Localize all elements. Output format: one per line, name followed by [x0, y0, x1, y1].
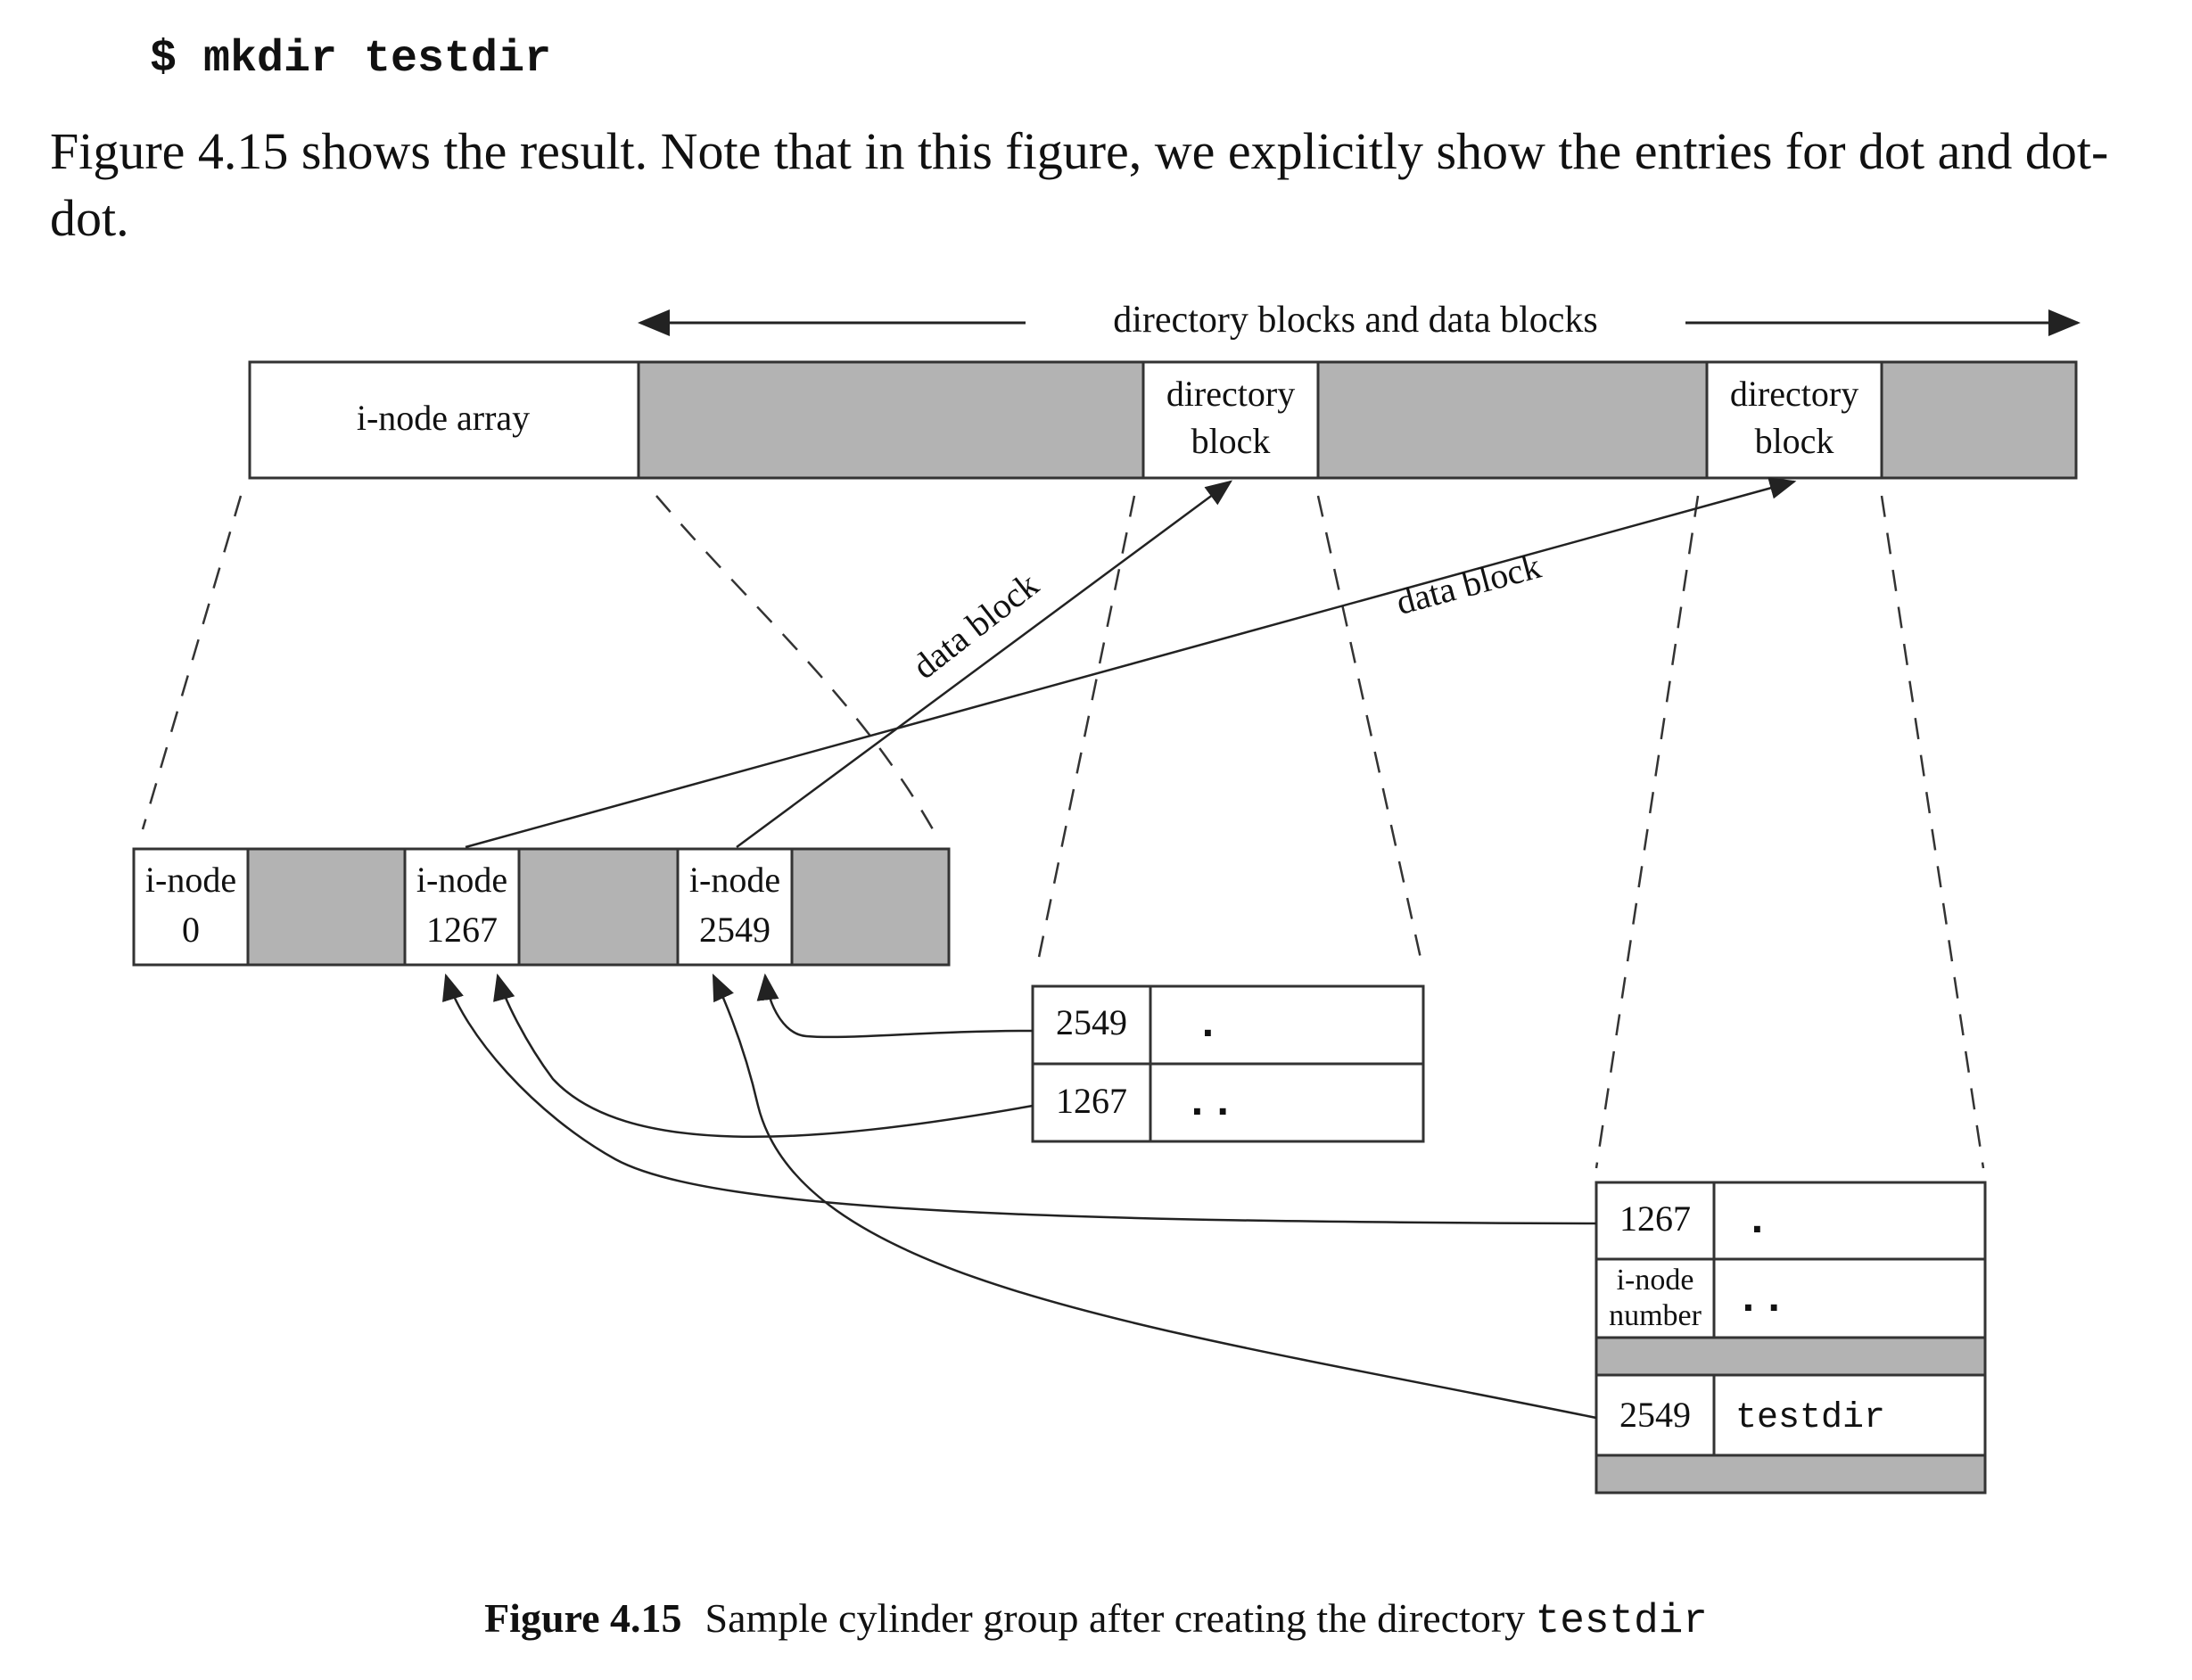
- span-label: directory blocks and data blocks: [1113, 300, 1598, 341]
- dir-entry-inode-label: number: [1609, 1299, 1702, 1332]
- data-block-arrow-1267: [465, 477, 1797, 849]
- dir-entry-name: .: [1195, 1001, 1221, 1050]
- shaded-block: [1316, 360, 1709, 480]
- shaded-entry: [1595, 1454, 1987, 1495]
- data-block-label-2: data block: [1392, 546, 1545, 622]
- inode-label: i-node: [145, 860, 236, 900]
- reference-arrows: [442, 973, 1597, 1420]
- dashed-guides: [141, 495, 1985, 1169]
- shaded-entry: [1595, 1336, 1987, 1377]
- dir-block-2-label-bottom: block: [1755, 421, 1834, 461]
- inode-number: 0: [182, 910, 200, 950]
- data-block-label-1: data block: [905, 564, 1046, 687]
- dir-block-1-label-top: directory: [1166, 374, 1295, 414]
- dir-entry-name: ..: [1184, 1080, 1236, 1128]
- cylinder-group-bar: i-node array directory block directory b…: [248, 360, 2078, 480]
- directory-block-1: [1141, 360, 1320, 480]
- shaded-block: [637, 360, 1145, 480]
- caption-text: Sample cylinder group after creating the…: [705, 1595, 1536, 1641]
- inode-label: i-node: [689, 860, 780, 900]
- figure-number: Figure 4.15: [484, 1595, 682, 1641]
- ref-dotdot-1267: [493, 973, 1034, 1138]
- dir-block-1-label-bottom: block: [1191, 421, 1271, 461]
- dir-entry-inode: 2549: [1056, 1002, 1127, 1042]
- ref-dot-2549: [756, 973, 1034, 1039]
- span-arrow: directory blocks and data blocks: [638, 300, 2081, 341]
- data-block-arrows: data block data block: [465, 477, 1797, 849]
- dir-entry-inode: 2549: [1619, 1395, 1691, 1435]
- inode-number: 2549: [699, 910, 770, 950]
- shaded-block: [1880, 360, 2078, 480]
- inode-array-label: i-node array: [357, 398, 530, 438]
- dir-entry-name: .: [1744, 1198, 1770, 1246]
- directory-block-2-entries: 1267 . i-node number .. 2549 testdir: [1595, 1181, 1987, 1495]
- inode-0: [132, 847, 250, 967]
- dir-entry-inode-label: i-node: [1617, 1264, 1694, 1297]
- dir-entry-name: ..: [1735, 1276, 1787, 1324]
- dir-block-2-label-top: directory: [1730, 374, 1858, 414]
- caption-code: testdir: [1535, 1598, 1708, 1644]
- directory-block-2: [1705, 360, 1883, 480]
- data-block-arrow-2549: [736, 480, 1233, 849]
- dir-entry-name: testdir: [1735, 1398, 1885, 1438]
- dir-entry-inode: 1267: [1056, 1081, 1127, 1121]
- body-paragraph: Figure 4.15 shows the result. Note that …: [50, 122, 2109, 247]
- figure-caption: Figure 4.15 Sample cylinder group after c…: [0, 1594, 2192, 1644]
- inode-number: 1267: [426, 910, 498, 950]
- inode-label: i-node: [416, 860, 507, 900]
- directory-block-1-entries: 2549 . 1267 ..: [1031, 984, 1425, 1143]
- ref-dot-1267-b: [442, 973, 1597, 1225]
- inode-2549: [676, 847, 794, 967]
- command-line: $ mkdir testdir: [150, 34, 552, 85]
- inode-row: i-node 0 i-node 1267 i-node 2549: [132, 847, 951, 967]
- inode-1267: [403, 847, 521, 967]
- ref-testdir-2549: [712, 973, 1597, 1420]
- dir-entry-inode: 1267: [1619, 1198, 1691, 1239]
